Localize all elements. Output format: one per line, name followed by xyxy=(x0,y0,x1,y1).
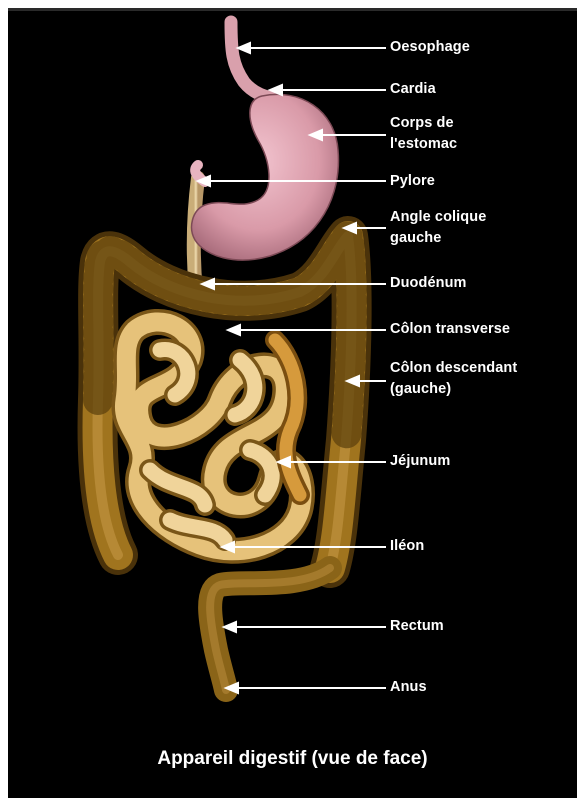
label-anus: Anus xyxy=(390,677,427,698)
stomach-shape xyxy=(192,94,339,260)
label-duodenum: Duodénum xyxy=(390,273,467,294)
label-angle-colique-gauche: Angle colique gauche xyxy=(390,207,486,249)
label-colon-transverse: Côlon transverse xyxy=(390,319,510,340)
label-pylore: Pylore xyxy=(390,171,435,192)
small-intestine-shape xyxy=(124,322,302,551)
label-corps-estomac: Corps de l'estomac xyxy=(390,113,457,155)
diagram-caption: Appareil digestif (vue de face) xyxy=(0,748,585,770)
label-rectum: Rectum xyxy=(390,616,444,637)
label-ileon: Iléon xyxy=(390,536,424,557)
label-cardia: Cardia xyxy=(390,79,436,100)
oesophagus-shape xyxy=(231,22,272,98)
label-oesophage: Oesophage xyxy=(390,37,470,58)
label-jejunum: Jéjunum xyxy=(390,451,450,472)
label-colon-descendant: Côlon descendant (gauche) xyxy=(390,358,517,400)
